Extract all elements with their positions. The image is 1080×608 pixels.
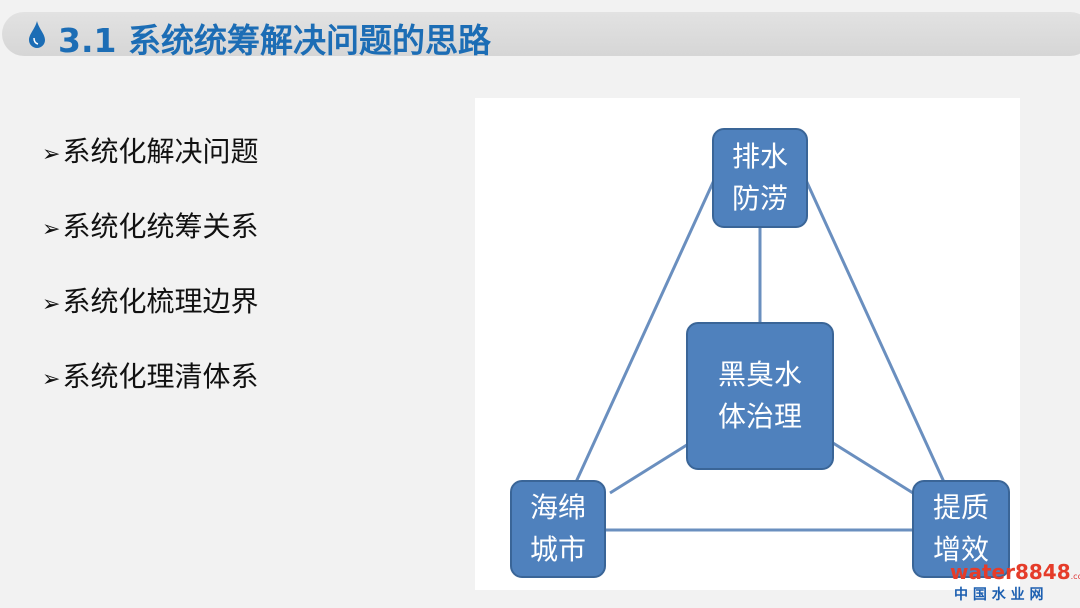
title-bar xyxy=(2,12,1080,56)
bullet-text: 系统化梳理边界 xyxy=(62,285,259,318)
arrow-icon: ➢ xyxy=(42,292,61,317)
arrow-icon: ➢ xyxy=(42,142,61,167)
node-sponge-city: 海绵 城市 xyxy=(510,480,606,578)
page-title: 3.1 系统统筹解决问题的思路 xyxy=(58,21,491,60)
bullet-item: ➢系统化解决问题 xyxy=(42,130,258,170)
watermark-logo: water8848.com 中 国 水 业 网 xyxy=(950,560,1080,604)
watermark-domain: .com xyxy=(1070,572,1080,581)
water-drop-icon xyxy=(29,21,45,48)
bullet-text: 系统化理清体系 xyxy=(62,360,259,393)
bullet-text: 系统化统筹关系 xyxy=(62,210,259,243)
connector-lines xyxy=(553,177,967,532)
node-label: 黑臭水 体治理 xyxy=(717,358,802,433)
diagram-panel: 排水 防涝 黑臭水 体治理 海绵 城市 提质 增效 xyxy=(475,98,1020,590)
node-quality-efficiency: 提质 增效 xyxy=(912,480,1010,578)
line-top-right xyxy=(803,177,967,529)
watermark-brand: water8848 xyxy=(950,560,1071,584)
arrow-icon: ➢ xyxy=(42,367,61,392)
node-drainage: 排水 防涝 xyxy=(712,128,808,228)
bullet-text: 系统化解决问题 xyxy=(62,135,259,168)
bullet-item: ➢系统化梳理边界 xyxy=(42,280,258,320)
line-top-left xyxy=(553,177,717,529)
node-label: 排水 防涝 xyxy=(731,140,788,215)
node-label: 海绵 城市 xyxy=(529,491,586,566)
line-left-center xyxy=(609,441,691,495)
bullet-item: ➢系统化理清体系 xyxy=(42,355,258,395)
watermark-cn: 中 国 水 业 网 xyxy=(954,587,1044,603)
node-black-odorous-water: 黑臭水 体治理 xyxy=(686,322,834,470)
bullet-item: ➢系统化统筹关系 xyxy=(42,205,258,245)
arrow-icon: ➢ xyxy=(42,217,61,242)
line-right-center xyxy=(832,441,914,495)
node-label: 提质 增效 xyxy=(932,491,989,566)
